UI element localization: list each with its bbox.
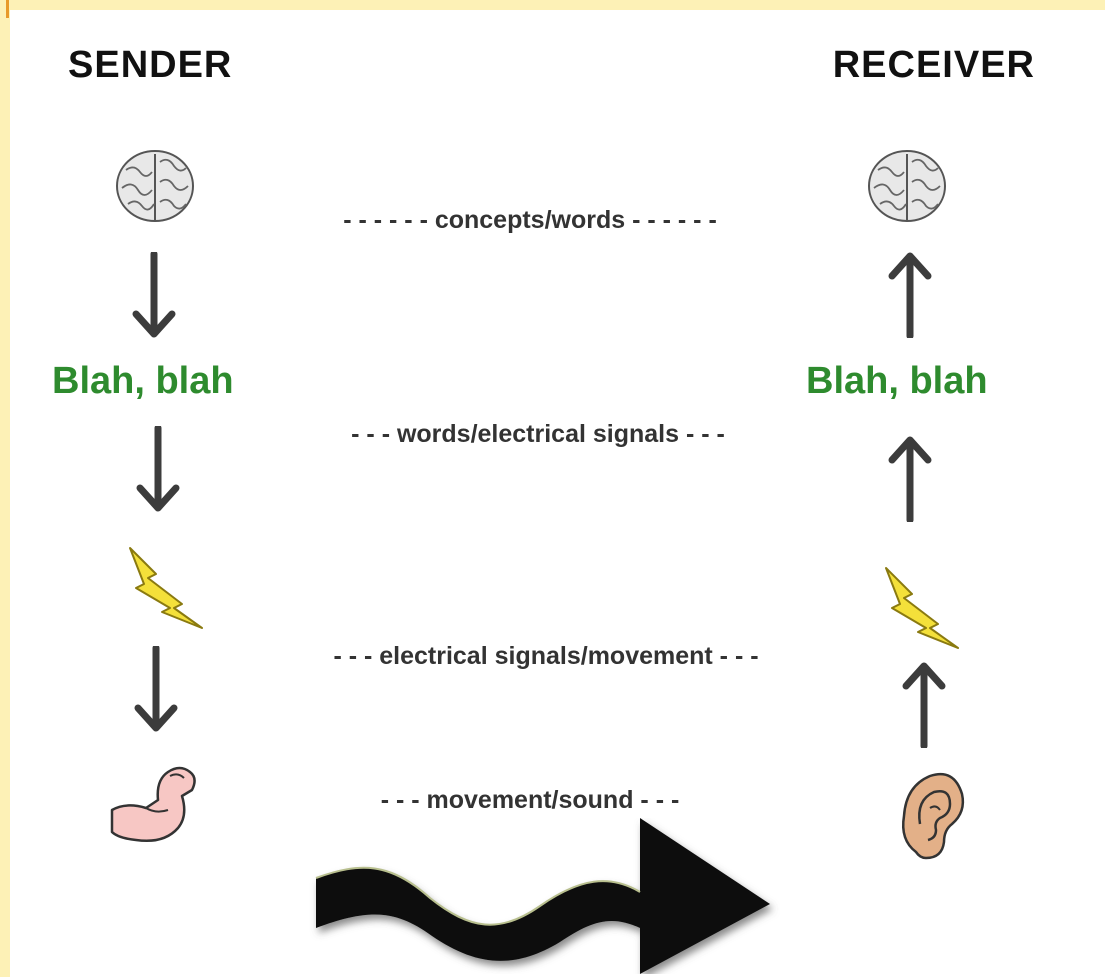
down-arrow	[136, 426, 180, 512]
up-arrow	[902, 662, 946, 748]
arm-muscle-icon	[110, 766, 196, 842]
up-arrow	[888, 252, 932, 338]
receiver-blah-text: Blah, blah	[806, 360, 988, 402]
link-label-movement-sound: - - - movement/sound - - -	[380, 786, 680, 814]
brain-icon	[868, 150, 946, 222]
ear-icon	[902, 772, 965, 860]
down-arrow	[132, 252, 176, 338]
receiver-heading: RECEIVER	[832, 44, 1035, 86]
down-arrow	[134, 646, 178, 732]
lightning-bolt-icon	[129, 547, 203, 629]
brain-icon	[116, 150, 194, 222]
link-label-electrical-movement: - - - electrical signals/movement - - -	[333, 642, 759, 670]
wave-arrow-icon	[315, 818, 770, 974]
link-label-words-electrical: - - - words/electrical signals - - -	[351, 420, 725, 448]
lightning-bolt-icon	[885, 567, 959, 649]
sender-blah-text: Blah, blah	[52, 360, 234, 402]
link-label-concepts-words: - - - - - - concepts/words - - - - - -	[343, 206, 717, 234]
up-arrow	[888, 436, 932, 522]
corner-mark	[6, 0, 9, 18]
sender-heading: SENDER	[68, 44, 233, 86]
